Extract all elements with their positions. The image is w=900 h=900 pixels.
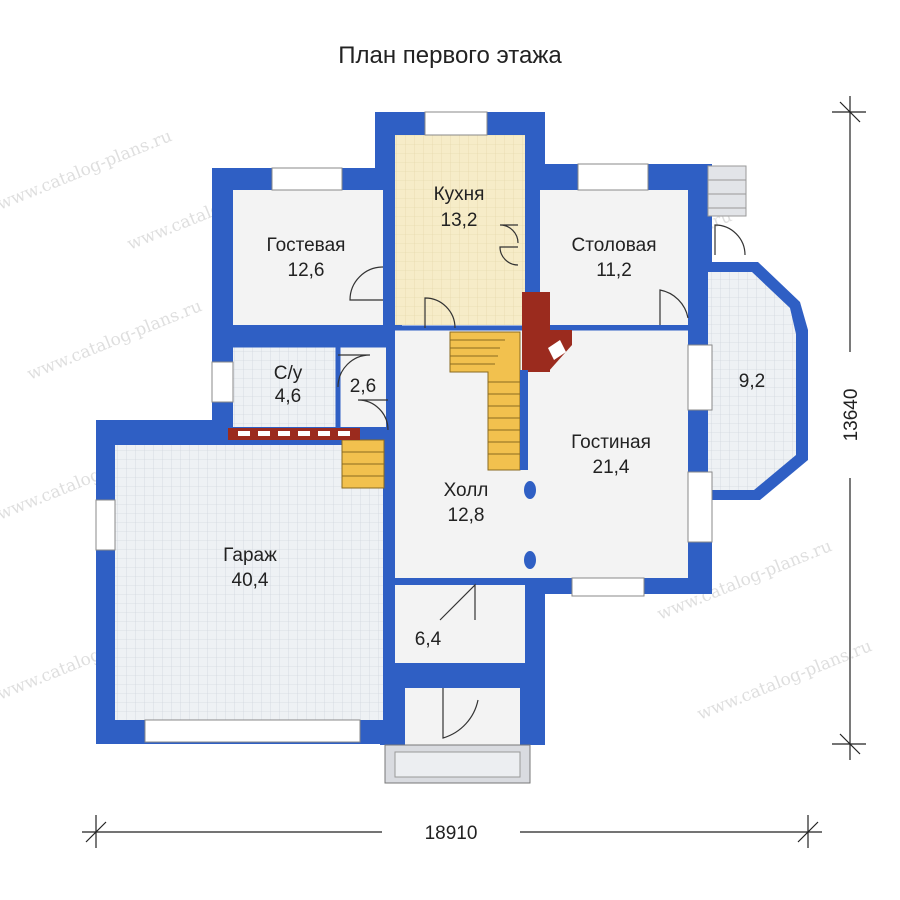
guest-name: Гостевая <box>267 235 346 256</box>
bay-window <box>700 165 808 500</box>
width-dimension: 18910 <box>425 823 478 844</box>
closet-floor <box>338 347 386 427</box>
closet-area: 2,6 <box>350 376 376 397</box>
guest-floor <box>233 190 383 325</box>
hall-area: 12,8 <box>448 505 485 526</box>
vestibule-area: 6,4 <box>415 629 442 650</box>
dining-name: Столовая <box>572 235 657 256</box>
windows <box>95 111 713 743</box>
height-dimension: 13640 <box>841 389 862 442</box>
kitchen-area: 13,2 <box>441 210 478 231</box>
vestibule-floor <box>395 585 525 663</box>
garage-floor <box>115 445 383 720</box>
hall-name: Холл <box>444 480 489 501</box>
living-area: 21,4 <box>593 457 630 478</box>
doors <box>337 224 746 739</box>
columns <box>520 370 536 569</box>
bath-name: С/у <box>274 363 303 384</box>
watermark: www.catalog-plans.ru <box>694 636 875 724</box>
watermark: www.catalog-plans.ru <box>0 126 175 214</box>
kitchen-name: Кухня <box>434 184 485 205</box>
dining-area: 11,2 <box>596 260 632 281</box>
porch-floor <box>405 688 520 746</box>
garage-area: 40,4 <box>232 570 269 591</box>
bath-floor <box>233 347 338 427</box>
dining-floor <box>540 190 688 325</box>
living-name: Гостиная <box>571 432 651 453</box>
bath-area: 4,6 <box>275 386 301 407</box>
bay-area: 9,2 <box>739 371 765 392</box>
room-labels: Кухня 13,2 Гостевая 12,6 Столовая 11,2 С… <box>223 184 765 650</box>
watermark: www.catalog-plans.ru <box>24 296 205 384</box>
kitchen-floor <box>395 135 525 325</box>
dimension-lines <box>82 96 866 848</box>
garage-name: Гараж <box>223 545 277 566</box>
staircase <box>341 331 521 489</box>
guest-area: 12,6 <box>288 260 325 281</box>
porch-steps <box>384 744 531 784</box>
plan-title: План первого этажа <box>338 42 562 69</box>
fireplace <box>522 292 572 372</box>
